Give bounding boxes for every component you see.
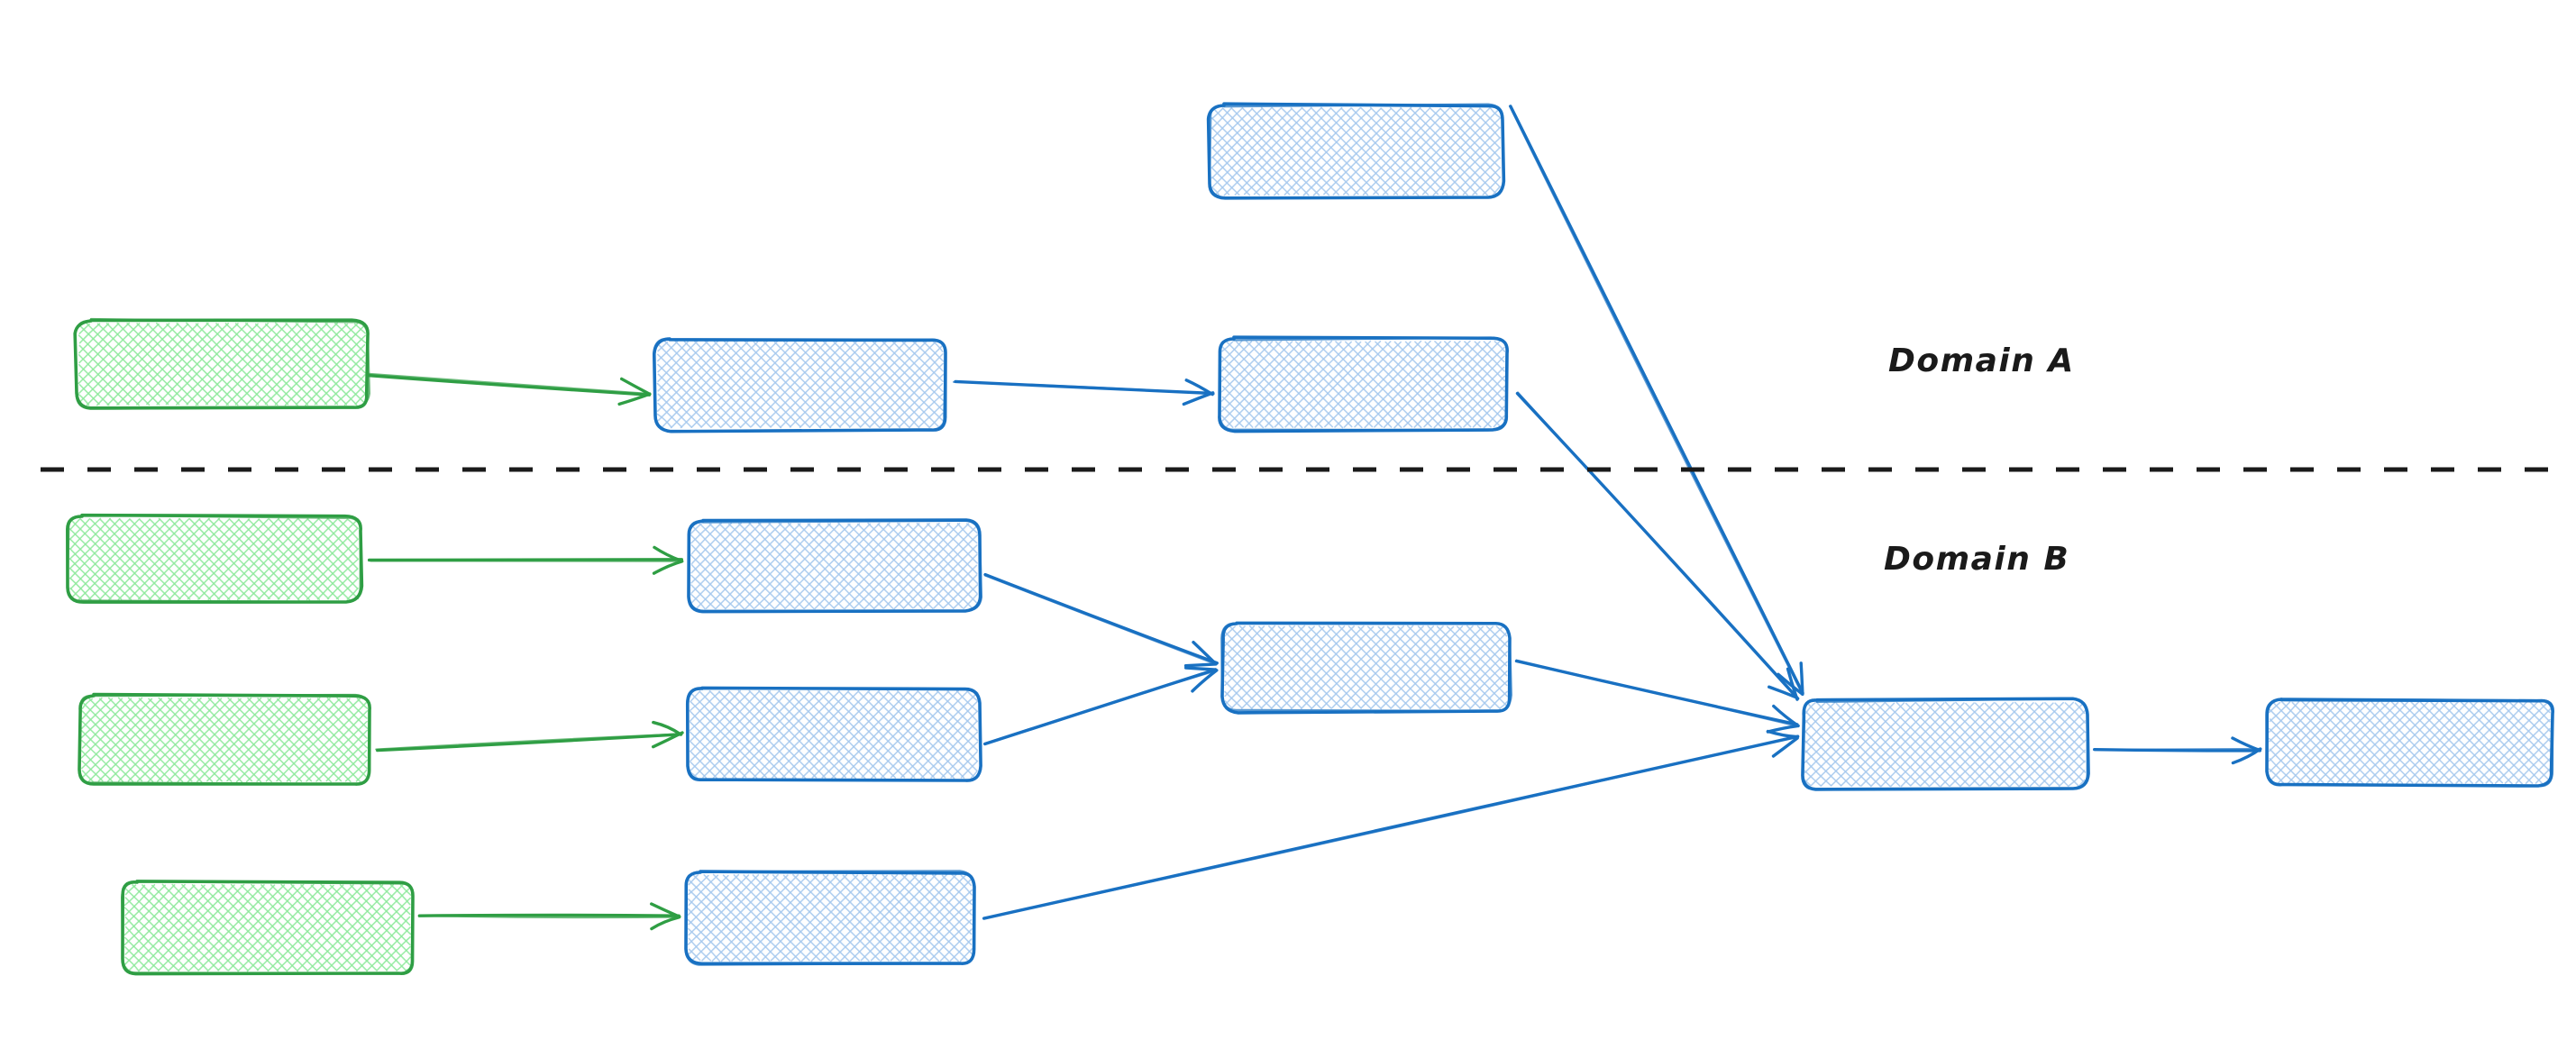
edge-shaft [1515,659,1800,728]
arrowhead-icon [1768,667,1799,701]
edge-shaft [1517,391,1797,699]
node-outline [1208,103,1505,199]
node-a-source-1[interactable] [73,317,370,410]
node-hatch-fill [690,522,979,610]
node-hatch-fill [689,689,979,780]
edge-e9-b-process-2-to-b-merge-1[interactable] [983,666,1219,746]
edge-e4-a-process-2-to-b-merge-2[interactable] [1515,391,1800,701]
arrowhead-icon [652,545,684,575]
edge-shaft [982,734,1799,920]
node-outline [74,317,370,410]
edge-e7-b-source-3-to-b-process-3[interactable] [417,902,681,931]
node-outline [1218,336,1509,432]
edge-shaft [1508,105,1804,696]
node-a-process-1[interactable] [652,337,947,433]
edge-e12-b-merge-2-to-b-sink-1[interactable] [2093,736,2262,765]
node-hatch-fill [78,322,367,406]
node-b-merge-2[interactable] [1801,697,2090,791]
node-b-sink-1[interactable] [2265,698,2554,788]
node-hatch-fill [123,883,412,972]
edge-shaft [984,670,1217,744]
edge-shaft [375,733,682,751]
edge-e2-a-process-1-to-a-process-2[interactable] [953,379,1215,406]
node-outline [66,514,362,604]
node-hatch-fill [1804,701,2087,788]
node-outline [684,870,976,966]
node-outline [121,880,415,975]
node-b-source-3[interactable] [121,880,415,976]
edge-e3-a-process-3-to-b-merge-2[interactable] [1508,105,1804,697]
arrowhead-icon [1182,379,1215,406]
node-b-source-1[interactable] [66,513,364,604]
node-hatch-fill [1220,340,1506,429]
edge-shaft [984,574,1218,666]
node-outline [2265,698,2554,788]
domain-a-label: Domain A [1888,342,2075,379]
arrowhead-icon [2231,736,2262,765]
arrowhead-icon [1183,666,1219,693]
domain-b-label: Domain B [1884,541,2070,578]
node-outline [78,693,371,786]
edge-shaft [366,373,652,397]
edge-shaft [367,558,684,562]
arrowhead-icon [1183,640,1218,668]
edge-shaft [983,572,1219,665]
node-b-process-1[interactable] [687,518,983,614]
node-hatch-fill [69,517,360,601]
edge-shaft [953,380,1215,396]
node-hatch-fill [2268,700,2552,785]
node-b-process-3[interactable] [684,870,976,966]
node-outline [687,519,983,614]
edge-e6-b-source-2-to-b-process-2[interactable] [375,720,684,753]
edge-shaft [368,372,651,395]
edge-e11-b-process-3-to-b-merge-2[interactable] [982,729,1800,920]
node-outline [653,337,947,433]
node-hatch-fill [656,340,945,429]
arrowhead-icon [650,902,681,931]
arrowhead-icon [1777,661,1804,697]
node-outline [686,687,982,782]
edge-e10-b-merge-1-to-b-merge-2[interactable] [1514,659,1800,734]
arrowhead-icon [617,377,652,406]
edge-e1-a-source-1-to-a-process-1[interactable] [366,372,652,406]
node-outline [1220,622,1513,713]
arrowhead-icon [651,720,684,749]
node-hatch-fill [1210,106,1502,196]
node-b-source-2[interactable] [78,692,371,786]
edge-e8-b-process-1-to-b-merge-1[interactable] [983,572,1219,668]
node-outline [1801,698,2089,790]
edge-shaft [376,733,683,753]
edge-shaft [2093,747,2261,751]
node-hatch-fill [80,697,369,783]
node-a-process-3[interactable] [1206,102,1506,200]
node-hatch-fill [1223,625,1509,710]
edge-shaft [1509,105,1804,695]
node-layer [66,102,2554,976]
node-a-process-2[interactable] [1218,335,1509,433]
edge-e5-b-source-1-to-b-process-1[interactable] [367,545,684,575]
arrowhead-icon [1766,729,1799,758]
node-b-process-2[interactable] [685,686,982,782]
node-hatch-fill [687,873,973,962]
edge-layer [366,105,2262,931]
node-b-merge-1[interactable] [1220,621,1513,715]
edge-shaft [418,915,681,919]
